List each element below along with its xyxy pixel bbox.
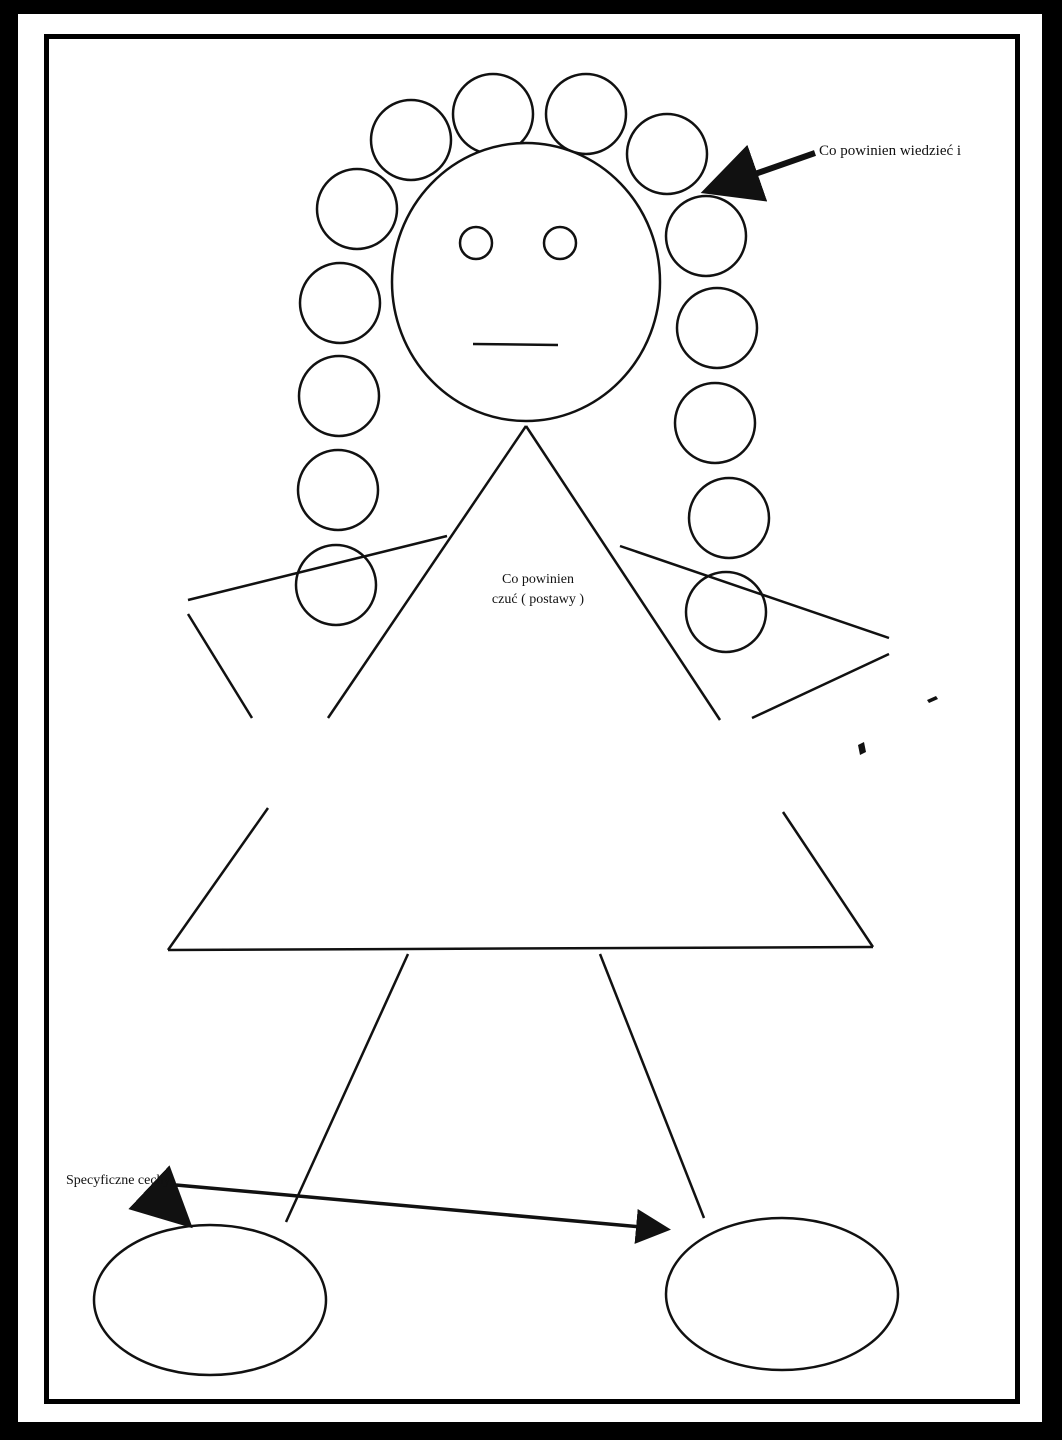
right-leg bbox=[600, 954, 704, 1218]
hair-circle bbox=[686, 572, 766, 652]
label-feel-line2: czuć ( postawy ) bbox=[492, 592, 584, 607]
hair-circle bbox=[299, 356, 379, 436]
hair-circle bbox=[298, 450, 378, 530]
hair-circle bbox=[300, 263, 380, 343]
left-leg bbox=[286, 954, 408, 1222]
left-arm bbox=[188, 536, 447, 718]
head-circle bbox=[392, 143, 660, 421]
right-arm bbox=[620, 546, 889, 718]
hair-circle bbox=[371, 100, 451, 180]
right-foot bbox=[666, 1218, 898, 1370]
arrow-traits-right-foot bbox=[176, 1185, 664, 1229]
hair-circle bbox=[689, 478, 769, 558]
hair-circle bbox=[675, 383, 755, 463]
arrow-traits-left-foot bbox=[152, 1190, 184, 1220]
left-foot bbox=[94, 1225, 326, 1375]
label-know: Co powinien wiedzieć i bbox=[819, 143, 961, 159]
mouth-line bbox=[473, 344, 558, 345]
arrow-know bbox=[712, 153, 815, 189]
label-traits: Specyficzne cechy bbox=[66, 1173, 171, 1188]
hair-circle bbox=[627, 114, 707, 194]
hair-circle bbox=[677, 288, 757, 368]
hair-circle bbox=[666, 196, 746, 276]
label-feel-line1: Co powinien bbox=[502, 572, 574, 587]
scan-marks bbox=[858, 696, 938, 755]
hair-circle bbox=[317, 169, 397, 249]
hair-circle bbox=[546, 74, 626, 154]
